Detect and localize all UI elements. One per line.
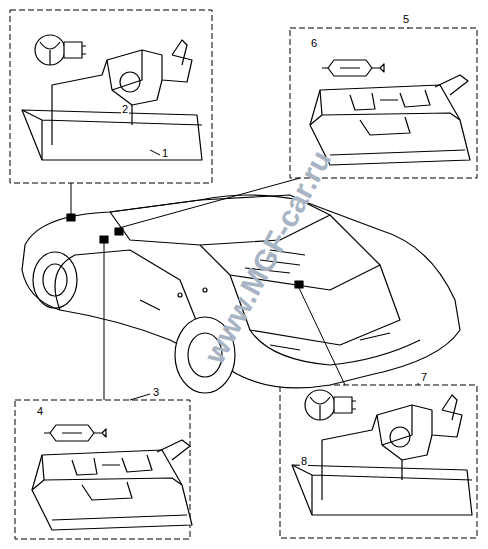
callout-number: 7 [420,372,428,383]
leader-line [130,394,150,400]
leader-line [150,150,160,155]
lamp-housing [310,75,470,165]
leader-line [71,183,72,214]
callout-number: 3 [152,387,160,398]
lamp-location [100,236,108,243]
callout-number: 4 [36,406,44,417]
callout-number: 2 [121,104,129,115]
callout-number: 6 [310,38,318,49]
inset-frame [280,385,477,538]
leader-line [299,288,345,385]
lamp-location [67,214,75,221]
festoon-bulb [44,425,106,441]
callout-number: 5 [402,14,410,25]
callout-number: 1 [161,148,169,159]
bulb [35,35,86,65]
lamp-housing [32,440,192,530]
lamp-location [295,281,303,288]
festoon-bulb [322,60,384,76]
lamp-location [115,228,123,235]
leader-line [418,383,419,385]
inset-frame [10,10,212,183]
leader-line [104,243,105,400]
callout-number: 8 [300,456,308,467]
leader-line [408,27,409,28]
bulb [305,390,356,420]
